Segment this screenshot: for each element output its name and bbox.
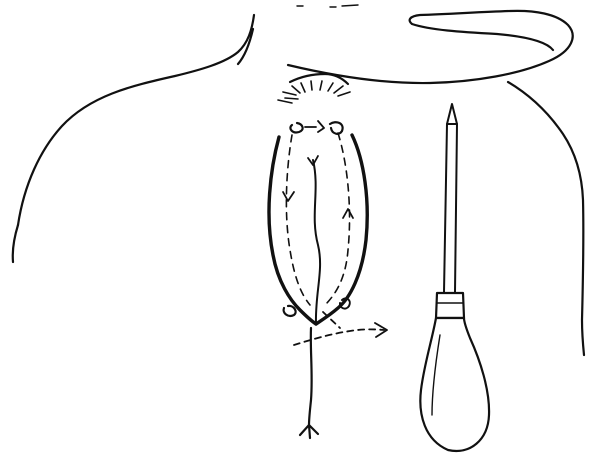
sketch-svg bbox=[0, 0, 594, 458]
background bbox=[0, 0, 594, 458]
illustration-canvas bbox=[0, 0, 594, 458]
